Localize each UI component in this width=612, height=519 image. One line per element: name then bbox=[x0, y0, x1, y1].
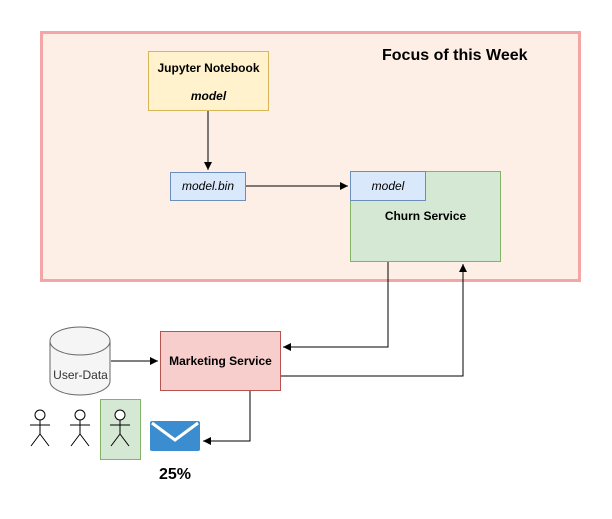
edge-marketing-to-email bbox=[203, 391, 251, 445]
email-envelope-icon bbox=[150, 421, 200, 451]
user-icon bbox=[30, 409, 50, 447]
email-percentage: 25% bbox=[158, 466, 192, 483]
focus-title: Focus of this Week bbox=[382, 47, 528, 64]
user-data-cylinder-icon bbox=[49, 326, 111, 396]
user-data-label: User-Data bbox=[53, 368, 108, 382]
marketing-service-box: Marketing Service bbox=[160, 331, 281, 391]
edge-marketing-to-churn bbox=[281, 264, 467, 377]
model-bin-box: model.bin bbox=[170, 172, 246, 201]
churn-service-label: Churn Service bbox=[384, 209, 467, 223]
user-icon bbox=[110, 409, 130, 447]
jupyter-notebook-model: model bbox=[190, 89, 227, 103]
jupyter-notebook-box: Jupyter Notebook model bbox=[148, 51, 269, 111]
user-icon bbox=[70, 409, 90, 447]
churn-model-box: model bbox=[350, 171, 426, 201]
jupyter-notebook-title: Jupyter Notebook bbox=[157, 61, 260, 75]
edge-churn-to-marketing bbox=[283, 262, 389, 351]
